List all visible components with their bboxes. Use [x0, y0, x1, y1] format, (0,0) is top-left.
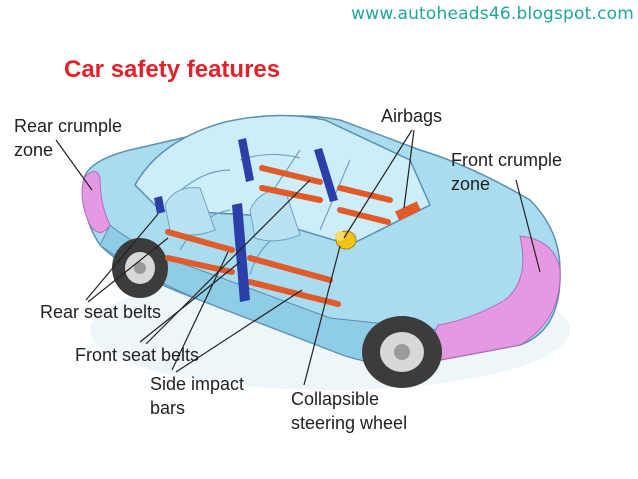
leader-front-belts-1	[139, 261, 241, 343]
label-rear-seat-belts: Rear seat belts	[40, 302, 162, 322]
label-line: zone	[14, 140, 54, 160]
leader-steering	[303, 245, 341, 386]
leader-side-impact-1	[171, 251, 229, 371]
side-impact-bar	[247, 255, 333, 283]
side-impact-bar	[165, 255, 235, 275]
rear-seat-belt	[154, 196, 165, 214]
front-wheel	[362, 316, 442, 388]
label-line: zone	[451, 174, 491, 194]
label-collapsible-steering-wheel: Collapsible steering wheel	[291, 387, 407, 435]
leader-rear-belts-2	[87, 237, 169, 303]
side-impact-bar	[259, 185, 323, 203]
steering-wheel	[335, 230, 357, 250]
b-pillar-belt	[238, 138, 254, 182]
leader-rear-crumple	[55, 139, 93, 191]
leader-airbag-1	[343, 129, 413, 239]
label-line: steering wheel	[291, 413, 408, 433]
side-impact-bar	[259, 165, 323, 185]
seat-belts	[154, 138, 338, 302]
label-rear-crumple-zone: Rear crumple zone	[14, 114, 122, 162]
leader-rear-belts-1	[85, 213, 159, 301]
label-front-crumple-zone: Front crumple zone	[451, 148, 562, 196]
leader-front-crumple	[515, 179, 541, 273]
leader-airbag-2	[403, 129, 415, 209]
label-line: Rear crumple	[14, 116, 123, 136]
label-line: Side impact	[150, 374, 245, 394]
label-line: Collapsible	[291, 389, 380, 409]
leader-front-belts-2	[145, 179, 311, 345]
rear-wheel	[112, 238, 168, 298]
site-url: www.autoheads46.blogspot.com	[351, 4, 634, 24]
label-line: bars	[150, 398, 186, 418]
side-impact-bar	[165, 229, 235, 253]
a-pillar-belt	[314, 148, 338, 202]
label-front-seat-belts: Front seat belts	[75, 345, 200, 365]
airbag	[395, 201, 421, 221]
label-airbags: Airbags	[381, 106, 443, 126]
leader-lines	[55, 129, 541, 386]
side-impact-bar	[247, 279, 341, 307]
page-title: Car safety features	[64, 56, 281, 83]
leader-side-impact-2	[175, 289, 303, 373]
side-impact-bar	[337, 185, 393, 203]
label-line: Front crumple	[451, 150, 563, 170]
side-impact-bar	[337, 207, 391, 225]
front-seat-belt	[232, 203, 250, 302]
side-impact-bars	[165, 165, 393, 307]
label-side-impact-bars: Side impact bars	[150, 372, 244, 420]
